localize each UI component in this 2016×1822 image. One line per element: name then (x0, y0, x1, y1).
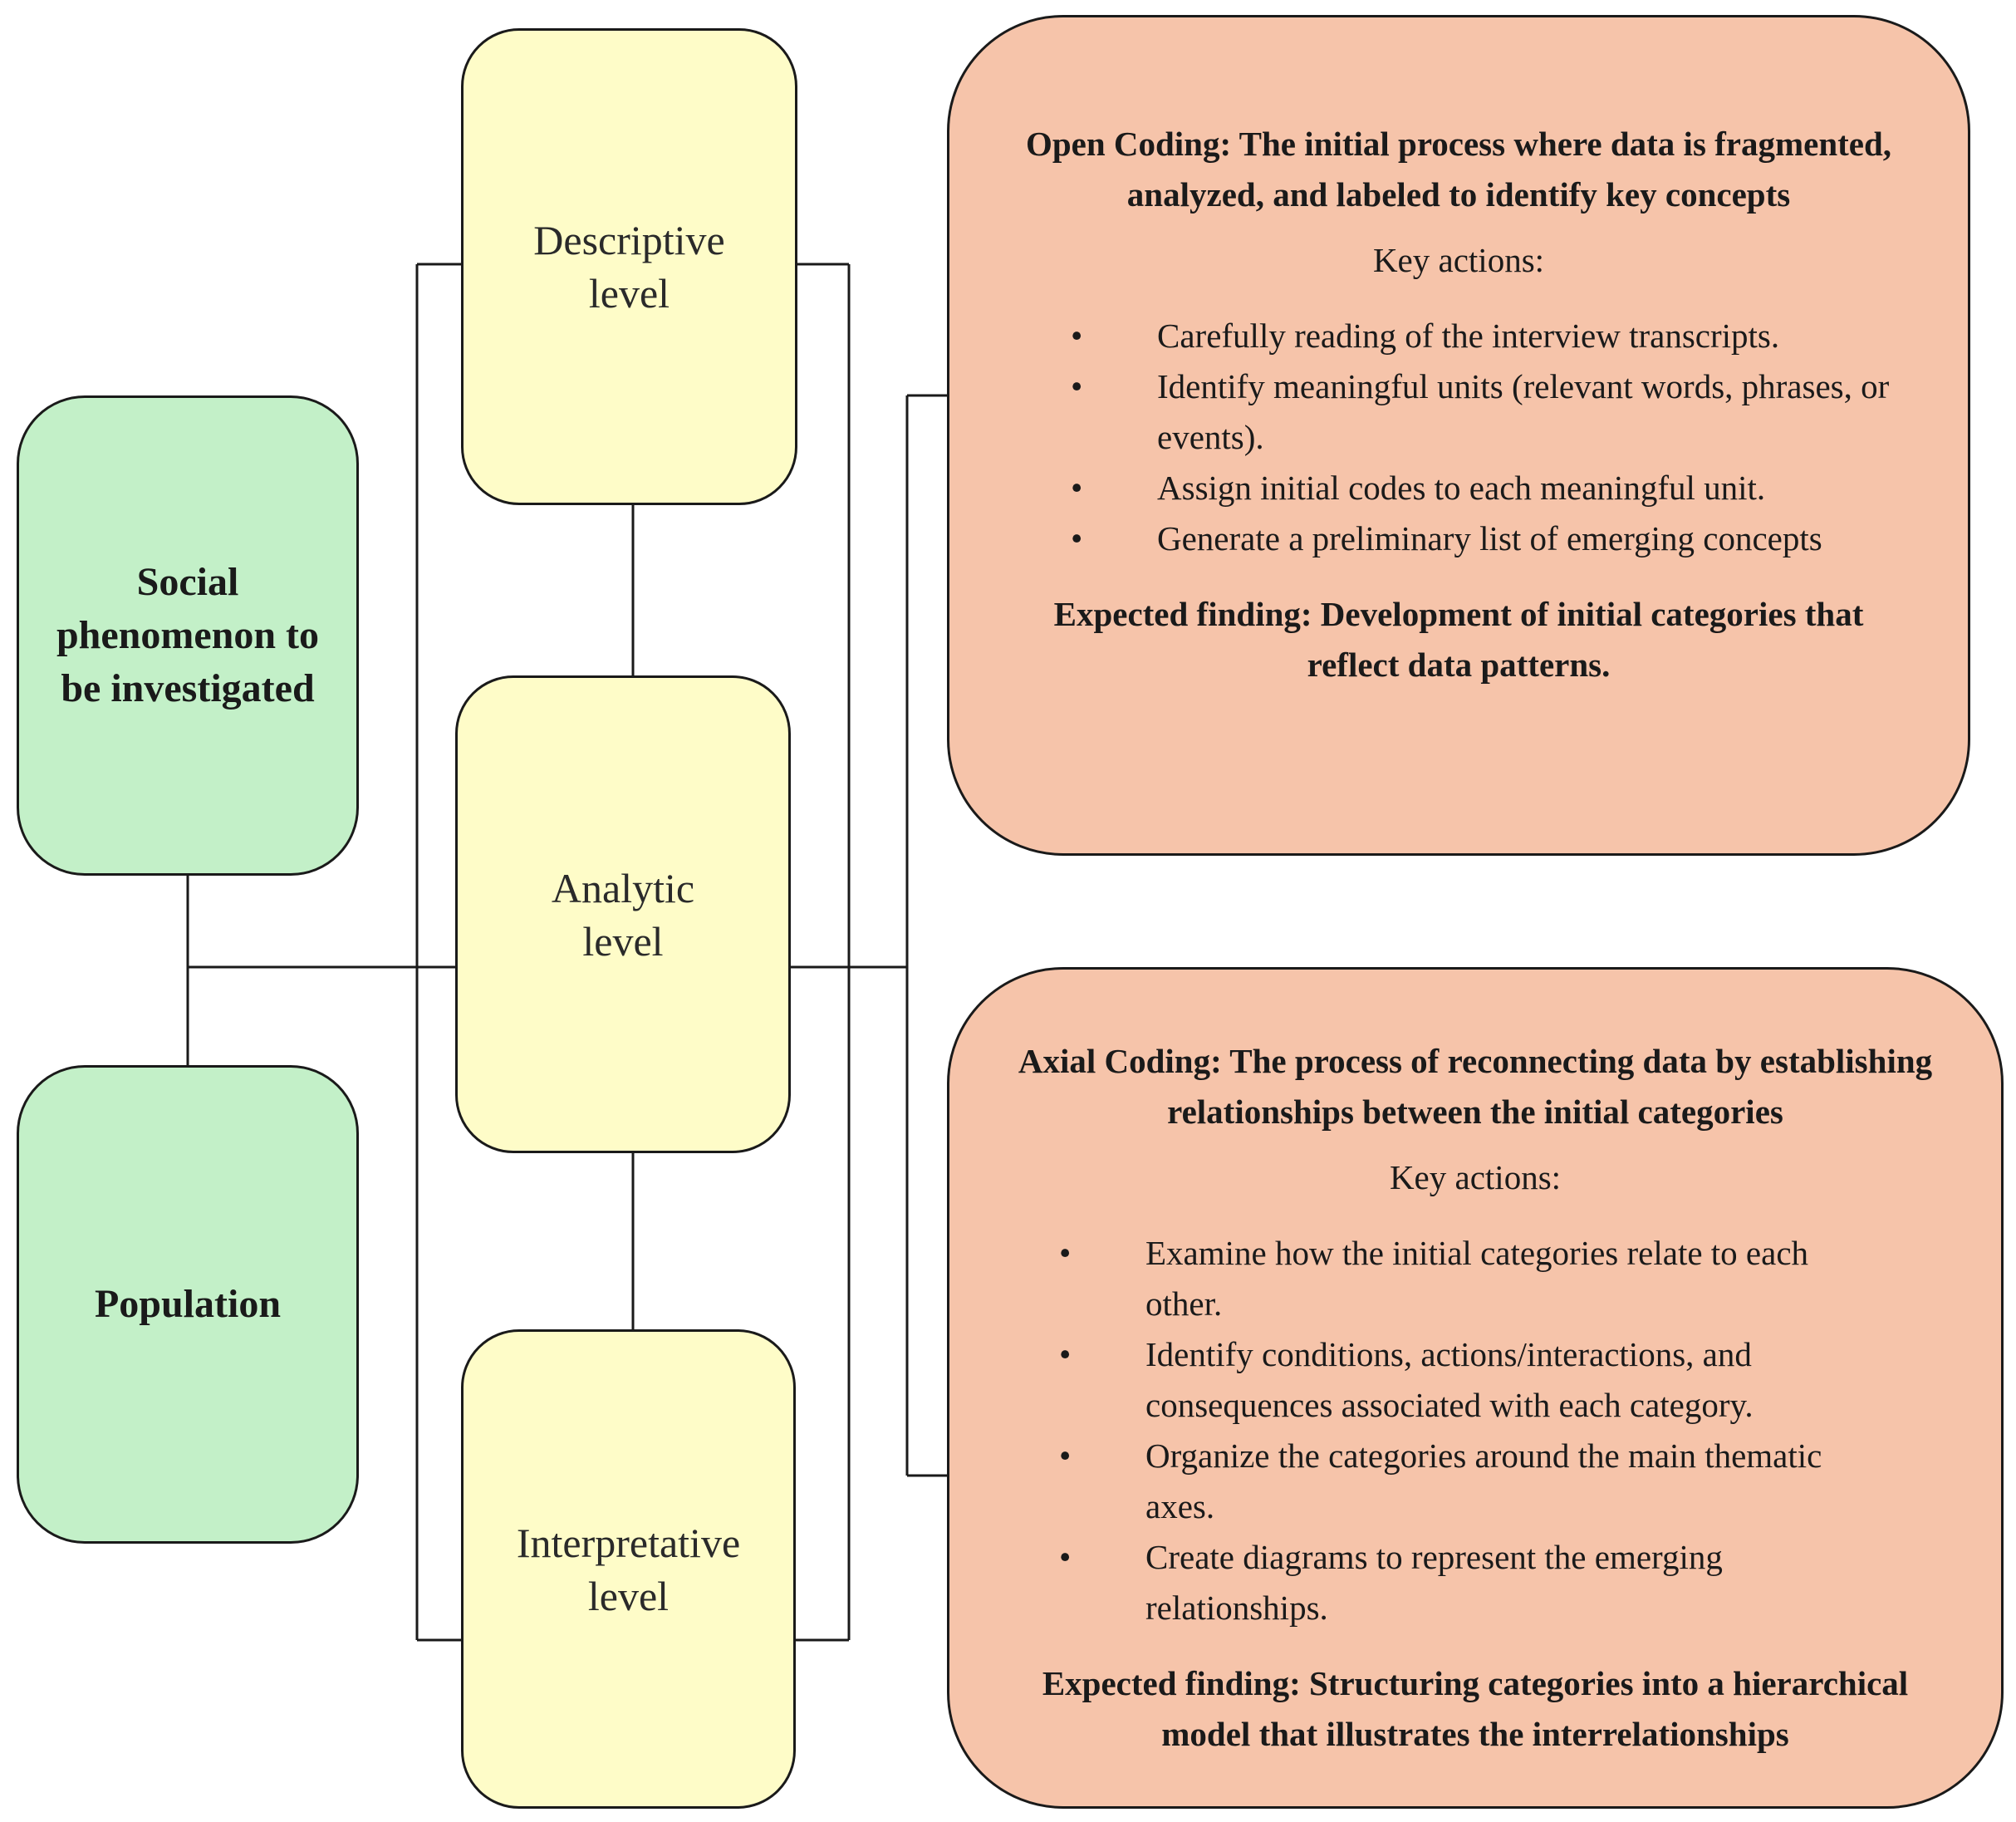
population-label: Population (94, 1282, 282, 1326)
open-coding-expected-finding: Expected finding: Development of initial… (1053, 595, 1864, 684)
analytic-level-label: Analytic level (551, 864, 695, 965)
open-coding-key-actions-label: Key actions: (1372, 241, 1545, 279)
axial-coding-box: Axial Coding: The process of reconnectin… (947, 967, 2004, 1809)
bullet-icon: • (1071, 469, 1083, 507)
action-text: Create diagrams to represent the emergin… (1145, 1538, 1723, 1627)
axial-coding-actions-list: • Examine how the initial categories rela… (999, 1228, 1951, 1633)
list-item: • Carefully reading of the interview tran… (1011, 311, 1906, 361)
list-item: • Identify meaningful units (relevant wor… (1011, 361, 1906, 463)
open-coding-box: Open Coding: The initial process where d… (947, 15, 1970, 856)
interpretative-level-label: Interpretative level (516, 1519, 741, 1619)
bullet-icon: • (1059, 1436, 1072, 1475)
axial-coding-expected-finding: Expected finding: Structuring categories… (1042, 1664, 1909, 1753)
bullet-icon: • (1071, 317, 1083, 355)
open-coding-actions-list: • Carefully reading of the interview tran… (1011, 311, 1906, 564)
axial-coding-key-actions-label: Key actions: (1389, 1158, 1562, 1196)
list-item: • Create diagrams to represent the emergi… (999, 1532, 1876, 1633)
descriptive-level-label: Descriptive level (533, 217, 725, 317)
list-item: • Assign initial codes to each meaningful… (1011, 463, 1906, 513)
bullet-icon: • (1071, 519, 1083, 557)
action-text: Identify conditions, actions/interaction… (1145, 1335, 1754, 1424)
action-text: Identify meaningful units (relevant word… (1157, 367, 1890, 456)
action-text: Assign initial codes to each meaningful … (1157, 469, 1766, 507)
axial-coding-heading: Axial Coding: The process of reconnectin… (1018, 1042, 1933, 1131)
population-box: Population (17, 1065, 359, 1544)
action-text: Carefully reading of the interview trans… (1157, 317, 1780, 355)
bullet-icon: • (1059, 1234, 1072, 1272)
list-item: • Identify conditions, actions/interactio… (999, 1329, 1876, 1431)
open-coding-heading: Open Coding: The initial process where d… (1025, 125, 1892, 214)
social-phenomenon-label: Social phenomenon to be investigated (56, 560, 320, 710)
list-item: • Organize the categories around the main… (999, 1431, 1876, 1532)
bullet-icon: • (1059, 1538, 1072, 1576)
list-item: • Generate a preliminary list of emerging… (1011, 513, 1906, 564)
action-text: Organize the categories around the main … (1145, 1436, 1822, 1525)
list-item: • Examine how the initial categories rela… (999, 1228, 1876, 1329)
social-phenomenon-box: Social phenomenon to be investigated (17, 395, 359, 876)
analytic-level-box: Analytic level (455, 675, 791, 1153)
action-text: Examine how the initial categories relat… (1145, 1234, 1809, 1323)
action-text: Generate a preliminary list of emerging … (1157, 519, 1822, 557)
interpretative-level-box: Interpretative level (461, 1329, 796, 1809)
bullet-icon: • (1071, 367, 1083, 405)
bullet-icon: • (1059, 1335, 1072, 1373)
descriptive-level-box: Descriptive level (461, 28, 797, 505)
